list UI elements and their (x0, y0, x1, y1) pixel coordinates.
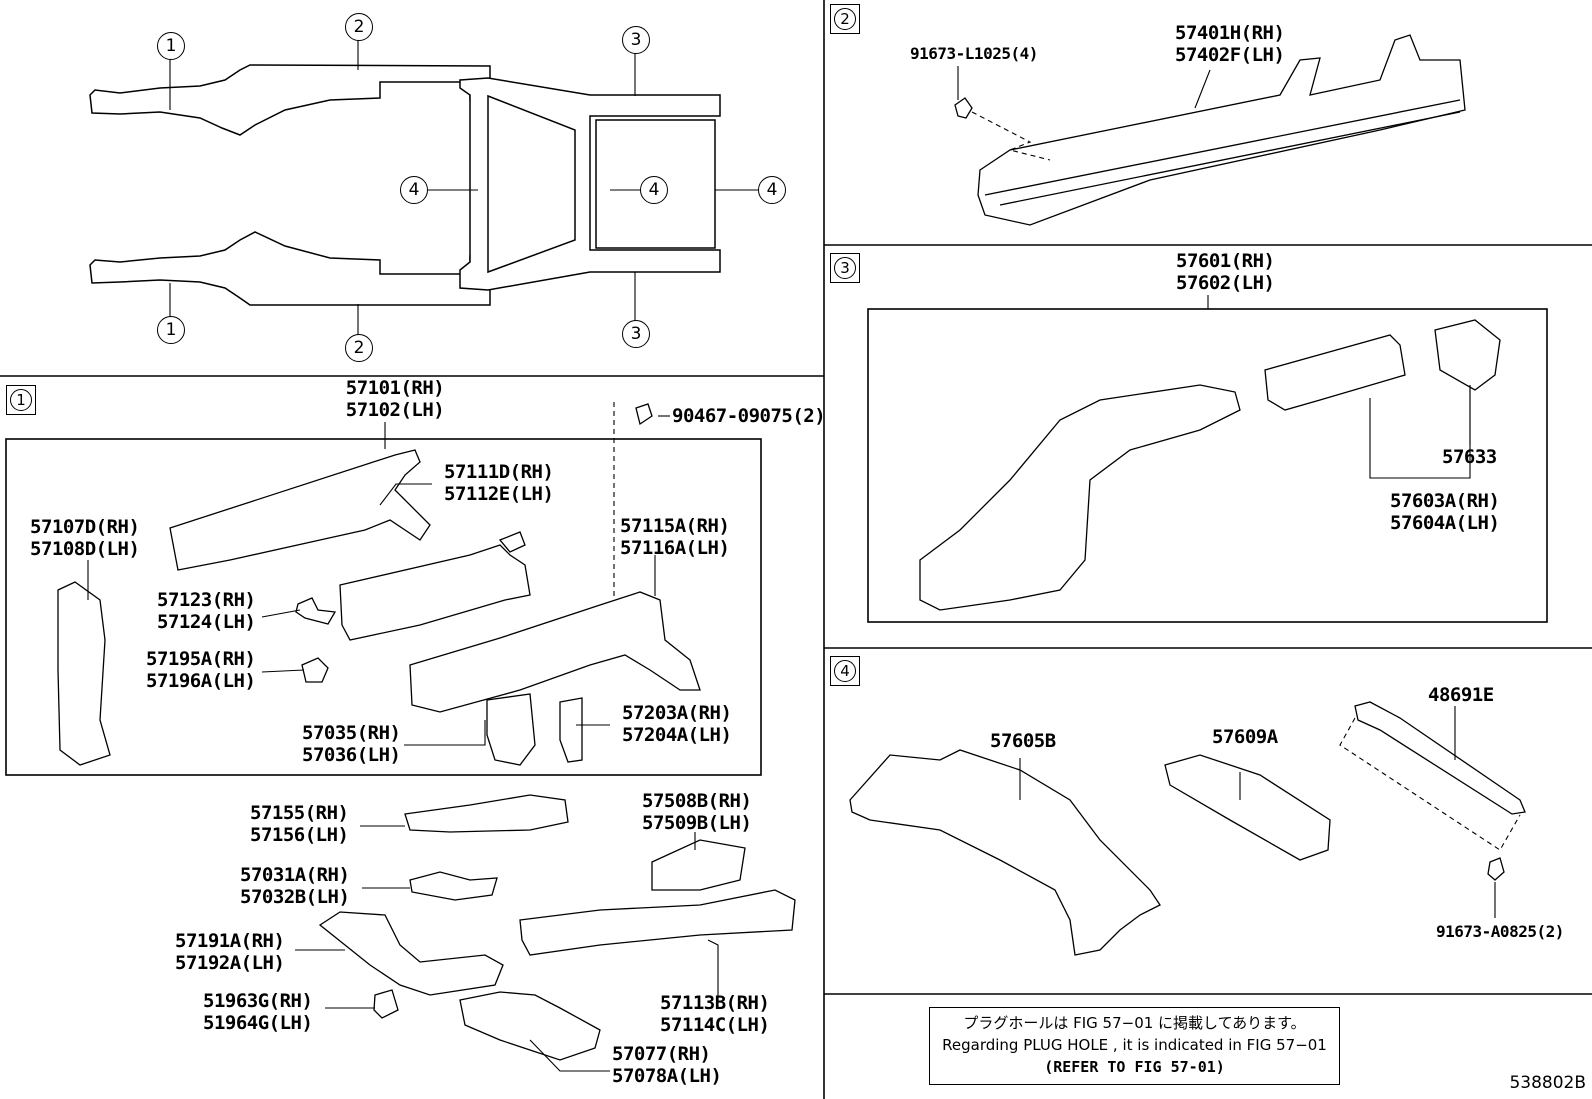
part-label-57115[interactable]: 57115A(RH) 57116A(LH) (620, 515, 730, 559)
callout-2-top: 2 (345, 13, 373, 41)
section1-parts (57, 403, 701, 766)
part-label-57401[interactable]: 57401H(RH) 57402F(LH) (1175, 22, 1285, 66)
part-number-lh: 57102(LH) (345, 399, 445, 421)
section2-leaders (957, 66, 1211, 161)
part-number-lh: 57509B(LH) (642, 812, 752, 834)
part-label-57191[interactable]: 57191A(RH) 57192A(LH) (175, 930, 285, 974)
section1-frame (5, 438, 762, 776)
part-number-rh: 51963G(RH) (203, 990, 313, 1012)
part-number-lh: 57078A(LH) (612, 1065, 722, 1087)
part-number-lh: 57114C(LH) (660, 1014, 770, 1036)
part-number-rh: 57601(RH) (1176, 250, 1275, 272)
section-marker-2-label: 2 (834, 8, 856, 30)
section4-leaders (1019, 706, 1521, 918)
part-number-lh: 57124(LH) (157, 611, 256, 633)
callout-4-center: 4 (640, 176, 668, 204)
part-label-57031[interactable]: 57031A(RH) 57032B(LH) (240, 864, 350, 908)
part-number-rh: 57603A(RH) (1390, 490, 1500, 512)
part-label-57077[interactable]: 57077(RH) 57078A(LH) (612, 1043, 722, 1087)
part-number-lh: 57036(LH) (302, 744, 401, 766)
part-number-rh: 57101(RH) (345, 377, 445, 399)
part-label-57609A[interactable]: 57609A (1212, 726, 1278, 748)
section4-parts (849, 701, 1526, 956)
part-number-rh: 57155(RH) (250, 802, 349, 824)
callout-3-bottom: 3 (622, 320, 650, 348)
plug-hole-note: プラグホールは FIG 57−01 に掲載してあります。 Regarding P… (929, 1007, 1340, 1085)
part-label-57107[interactable]: 57107D(RH) 57108D(LH) (30, 516, 140, 560)
section-marker-3: 3 (830, 253, 860, 283)
section-marker-1: 1 (6, 385, 36, 415)
part-number-lh: 57196A(LH) (146, 670, 256, 692)
part-number-lh: 57604A(LH) (1390, 512, 1500, 534)
part-label-57111[interactable]: 57111D(RH) 57112E(LH) (444, 461, 554, 505)
part-number-rh: 57077(RH) (612, 1043, 711, 1065)
part-number-lh: 57156(LH) (250, 824, 349, 846)
part-label-91673-A0825[interactable]: 91673-A0825(2) (1436, 922, 1564, 941)
part-number-lh: 57032B(LH) (240, 886, 350, 908)
part-label-57101[interactable]: 57101(RH) 57102(LH) (335, 377, 455, 421)
part-label-90467[interactable]: 90467-09075(2) (672, 405, 826, 427)
callout-4-right: 4 (758, 176, 786, 204)
section3-leaders (1207, 295, 1471, 479)
section-marker-4: 4 (830, 656, 860, 686)
part-number-rh: 57031A(RH) (240, 864, 350, 886)
part-number-rh: 57191A(RH) (175, 930, 285, 952)
part-label-91673-L1025[interactable]: 91673-L1025(4) (910, 44, 1038, 63)
part-label-57508[interactable]: 57508B(RH) 57509B(LH) (642, 790, 752, 834)
section3-parts (919, 319, 1501, 611)
part-number-lh: 57204A(LH) (622, 724, 732, 746)
part-label-57035[interactable]: 57035(RH) 57036(LH) (302, 722, 401, 766)
section1-leaders (87, 402, 670, 746)
part-number-rh: 57508B(RH) (642, 790, 752, 812)
callout-3-top: 3 (622, 26, 650, 54)
part-number-rh: 57107D(RH) (30, 516, 140, 538)
part-label-57155[interactable]: 57155(RH) 57156(LH) (250, 802, 349, 846)
part-label-57123[interactable]: 57123(RH) 57124(LH) (157, 589, 256, 633)
part-number-rh: 57111D(RH) (444, 461, 554, 483)
part-number-rh: 57115A(RH) (620, 515, 730, 537)
part-label-57603[interactable]: 57603A(RH) 57604A(LH) (1390, 490, 1500, 534)
diagram-number: 538802B (1509, 1073, 1586, 1093)
part-number-rh: 57113B(RH) (660, 992, 770, 1014)
section-marker-1-label: 1 (10, 389, 32, 411)
part-number-lh: 51964G(LH) (203, 1012, 313, 1034)
part-number-lh: 57402F(LH) (1175, 44, 1285, 66)
part-number-lh: 57192A(LH) (175, 952, 285, 974)
part-label-57113[interactable]: 57113B(RH) 57114C(LH) (660, 992, 770, 1036)
part-label-51963[interactable]: 51963G(RH) 51964G(LH) (203, 990, 313, 1034)
part-label-57601[interactable]: 57601(RH) 57602(LH) (1176, 250, 1275, 294)
part-number-lh: 57116A(LH) (620, 537, 730, 559)
part-label-57605B[interactable]: 57605B (990, 730, 1056, 752)
note-line-japanese: プラグホールは FIG 57−01 に掲載してあります。 (963, 1014, 1306, 1032)
part-label-57203[interactable]: 57203A(RH) 57204A(LH) (622, 702, 732, 746)
callout-1-bottom: 1 (157, 316, 185, 344)
part-label-57633[interactable]: 57633 (1442, 446, 1497, 468)
part-number-lh: 57108D(LH) (30, 538, 140, 560)
callout-1-top: 1 (157, 32, 185, 60)
part-number-lh: 57602(LH) (1176, 272, 1275, 294)
part-label-48691E[interactable]: 48691E (1428, 684, 1494, 706)
section2-rocker (954, 34, 1466, 226)
loose-parts (318, 794, 796, 1061)
part-number-rh: 57035(RH) (302, 722, 401, 744)
section-marker-2: 2 (830, 4, 860, 34)
loose-leaders (295, 825, 719, 1072)
section-marker-3-label: 3 (834, 257, 856, 279)
callout-4-left: 4 (400, 176, 428, 204)
part-label-57195[interactable]: 57195A(RH) 57196A(LH) (146, 648, 256, 692)
note-reference-link[interactable]: (REFER TO FIG 57-01) (1044, 1058, 1225, 1076)
note-line-english: Regarding PLUG HOLE , it is indicated in… (942, 1036, 1327, 1054)
callout-2-bottom: 2 (345, 334, 373, 362)
section-marker-4-label: 4 (834, 660, 856, 682)
part-number-lh: 57112E(LH) (444, 483, 554, 505)
part-number-rh: 57123(RH) (157, 589, 256, 611)
part-number-rh: 57195A(RH) (146, 648, 256, 670)
part-number-rh: 57203A(RH) (622, 702, 732, 724)
part-number-rh: 57401H(RH) (1175, 22, 1285, 44)
